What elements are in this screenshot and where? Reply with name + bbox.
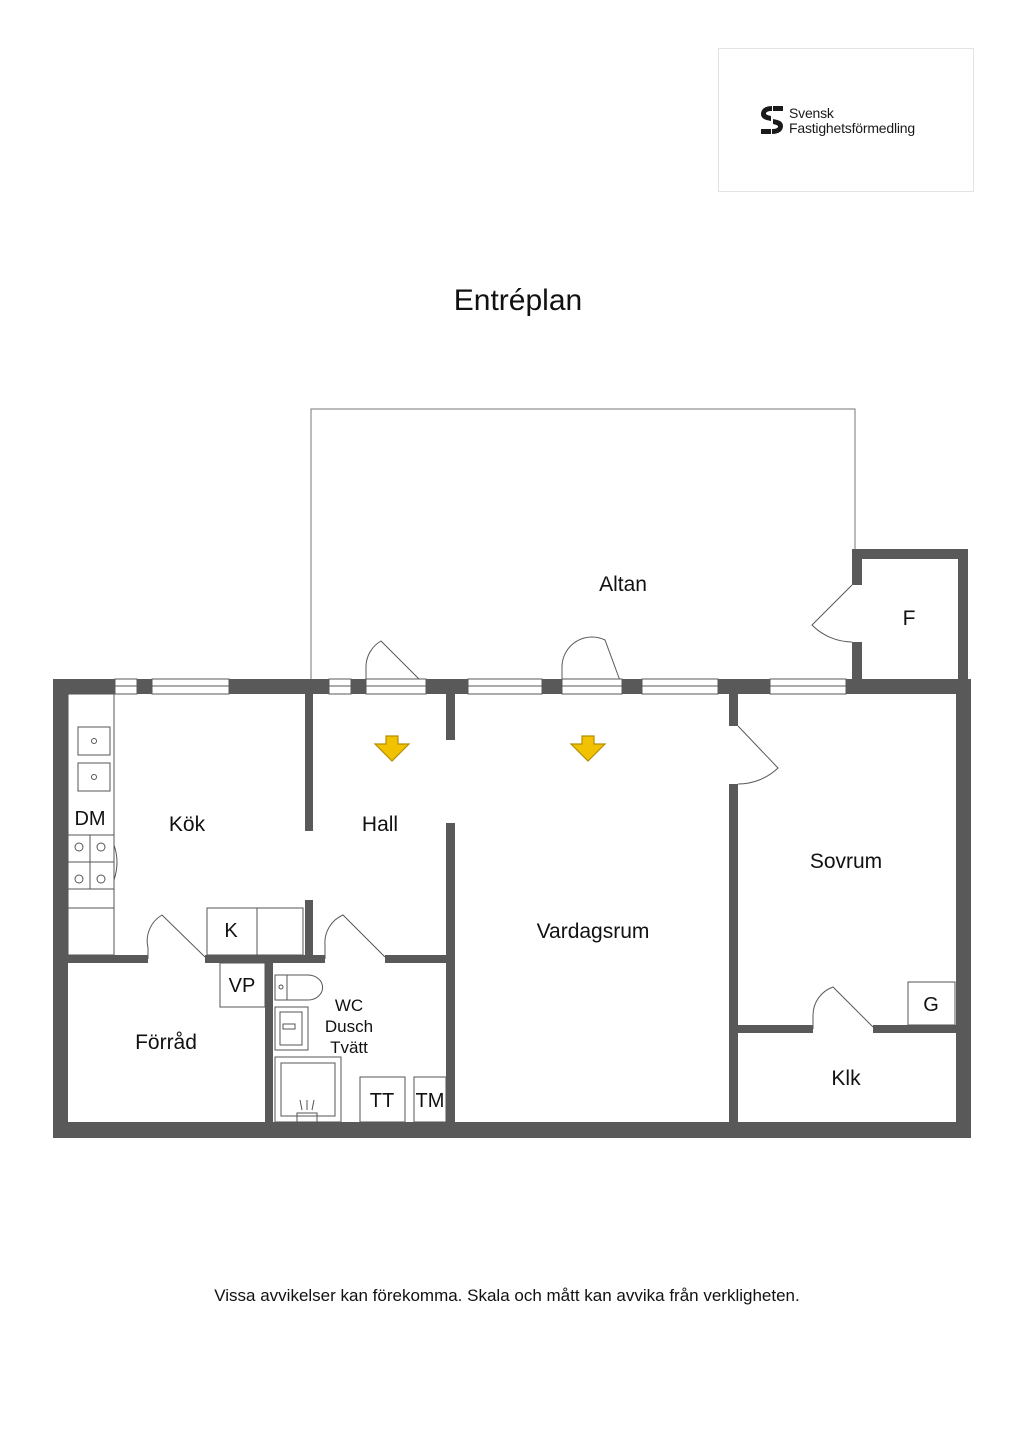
fixture-labels: DM K VP G TT TM	[74, 808, 938, 1112]
bathroom-fixtures	[274, 974, 447, 1123]
room-label-altan: Altan	[599, 573, 647, 596]
outer-walls	[53, 549, 971, 1138]
page-title: Entréplan	[453, 284, 583, 317]
fixture-label-dm: DM	[74, 808, 105, 830]
entrance-arrows	[373, 735, 607, 762]
sf-logo-icon	[761, 106, 783, 134]
room-label-vardagsrum: Vardagsrum	[537, 920, 650, 943]
kitchen-fixtures	[67, 693, 956, 1026]
room-label-forrad: Förråd	[135, 1031, 197, 1054]
room-label-kok: Kök	[169, 813, 206, 836]
logo-line-2: Fastighetsförmedling	[789, 120, 915, 136]
disclaimer: Vissa avvikelser kan förekomma. Skala oc…	[214, 1286, 800, 1305]
room-label-wc-3: Tvätt	[330, 1038, 368, 1057]
room-labels: Altan F Kök Hall Vardagsrum Sovrum Förrå…	[135, 573, 915, 1090]
room-label-wc-2: Dusch	[325, 1017, 373, 1036]
room-label-f: F	[903, 607, 916, 630]
fixture-label-tm: TM	[416, 1090, 445, 1112]
logo-text: Svensk Fastighetsförmedling	[789, 106, 915, 136]
altan-outline	[310, 408, 856, 682]
fixture-label-tt: TT	[370, 1090, 394, 1112]
fixture-label-k: K	[224, 920, 238, 942]
logo-box: Svensk Fastighetsförmedling	[718, 48, 974, 192]
fixture-label-g: G	[923, 994, 939, 1016]
room-label-hall: Hall	[362, 813, 398, 836]
fixture-label-vp: VP	[229, 975, 256, 997]
logo-line-1: Svensk	[789, 105, 834, 121]
entrance-arrow-icon	[569, 735, 607, 762]
room-label-klk: Klk	[831, 1067, 861, 1090]
room-label-wc-1: WC	[335, 996, 363, 1015]
doors	[146, 584, 874, 1029]
windows	[114, 678, 847, 695]
room-label-sovrum: Sovrum	[810, 850, 882, 873]
entrance-arrow-icon	[373, 735, 411, 762]
interior-walls	[68, 694, 956, 1122]
